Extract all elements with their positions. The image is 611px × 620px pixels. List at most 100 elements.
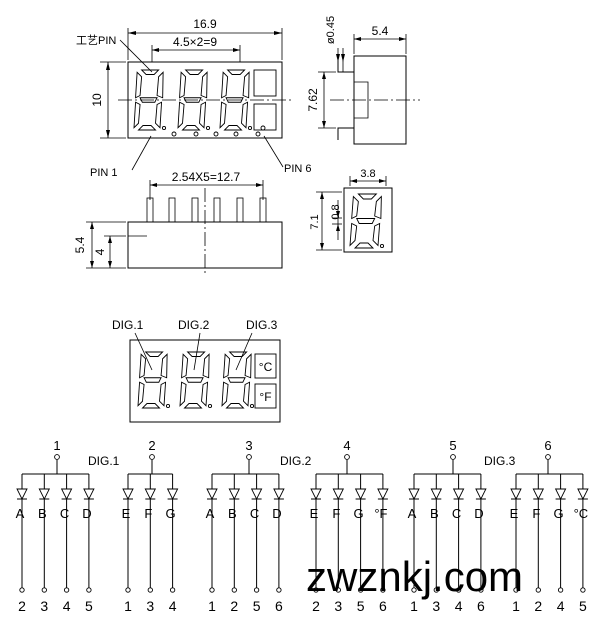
segment-pin-number: 5 — [253, 598, 261, 614]
digit-detail: 3.8 7.1 0.8 — [309, 168, 393, 253]
segment-label: E — [122, 506, 131, 521]
segment-pin-number: 2 — [534, 598, 542, 614]
digit-segment — [241, 101, 249, 129]
pin-dot — [193, 131, 199, 137]
pin-span-dimension: 2.54X5=12.7 — [172, 170, 241, 184]
segment-pin-node — [231, 587, 237, 593]
segment-pin-node — [169, 587, 176, 593]
detail-digit — [349, 193, 385, 249]
common-pin-node — [545, 454, 551, 460]
segment-label: B — [228, 506, 237, 521]
diode-icon — [408, 488, 420, 501]
display-digits — [137, 351, 255, 409]
common-pin-number: 3 — [245, 438, 252, 453]
front-pin — [146, 197, 154, 223]
segment-label: G — [166, 506, 176, 521]
process-pin-label: 工艺PIN — [76, 34, 116, 47]
decimal-point — [249, 403, 255, 409]
common-pin-number: 1 — [53, 438, 60, 453]
height-dimension: 10 — [90, 93, 104, 107]
segment-pin-node — [380, 587, 386, 593]
digit-segment — [143, 377, 162, 383]
segment-pin-number: 6 — [477, 598, 485, 614]
diode-icon — [310, 488, 322, 501]
digit-segment — [155, 101, 163, 129]
segment-pin-node — [478, 587, 484, 593]
digit-segment — [200, 71, 208, 99]
digit-width-dimension: 3.8 — [360, 168, 375, 180]
digit-segment — [160, 353, 168, 379]
segment-pin-node — [513, 587, 519, 593]
segment-label: D — [474, 506, 483, 521]
diode-icon — [38, 488, 51, 501]
digit-segment — [374, 195, 382, 220]
digit-segment — [225, 97, 244, 103]
digit-segment — [199, 101, 207, 129]
diode-icon — [510, 488, 522, 501]
segment-label: A — [408, 506, 417, 521]
top-view-digits — [133, 69, 253, 131]
digit-segment — [156, 71, 164, 99]
top-digit-2 — [177, 69, 211, 131]
segment-pin-number: 1 — [124, 598, 132, 614]
digit-segment — [372, 222, 381, 247]
segment-pin-node — [63, 587, 70, 593]
digit-segment — [225, 403, 245, 409]
digit-segment — [179, 71, 187, 99]
segment-pin-node — [86, 587, 92, 593]
diode-icon — [475, 488, 487, 501]
digit-segment — [137, 381, 145, 407]
segment-pin-node — [125, 587, 131, 593]
segment-pin-number: 1 — [410, 598, 418, 614]
segment-label: A — [16, 506, 25, 521]
front-view: 2.54X5=12.7 5.4 4 — [73, 170, 283, 276]
digit-segment — [185, 377, 204, 383]
decimal-point — [207, 403, 213, 409]
diode-icon — [554, 488, 567, 501]
pin-dot — [255, 131, 261, 137]
segment-pin-node — [19, 587, 25, 593]
display-digit-1 — [137, 351, 171, 409]
segment-pin-node — [313, 587, 319, 593]
decimal-point — [205, 125, 211, 131]
segment-label: F — [532, 506, 540, 521]
pin-dot — [213, 131, 219, 137]
digit-segment — [141, 403, 161, 409]
segment-pin-node — [253, 587, 260, 593]
digit-segment — [244, 353, 252, 379]
digit-segment — [179, 381, 187, 407]
digit-segment — [159, 381, 167, 407]
segment-pin-number: 3 — [334, 598, 342, 614]
fahrenheit-cell — [254, 383, 277, 409]
circuit-digit-label: DIG.1 — [88, 454, 120, 468]
segment-label: C — [60, 506, 69, 521]
diode-icon — [122, 488, 134, 501]
common-pin-node — [344, 454, 350, 460]
digit-stroke-dimension: 0.8 — [330, 204, 342, 219]
pin1-label: PIN 1 — [90, 167, 118, 179]
digit-segment — [181, 125, 201, 131]
diode-icon — [577, 488, 589, 501]
circuit-diagram: 1DIG.1A2B3C4D52E1F3G43DIG.2A1B2C5D64E2F3… — [16, 438, 589, 614]
segment-pin-node — [411, 587, 417, 593]
pin-diameter-label: ø0.45 — [325, 16, 337, 44]
dig1-label: DIG.1 — [112, 318, 144, 332]
celsius-cell — [254, 353, 277, 379]
digit-segment — [133, 101, 141, 129]
digit-segment — [219, 101, 227, 129]
front-pin — [236, 197, 244, 223]
digit-segment — [139, 353, 147, 379]
segment-pin-number: 2 — [18, 598, 26, 614]
digit-segment — [357, 193, 378, 200]
segment-pin-node — [209, 587, 215, 593]
diode-icon — [83, 488, 95, 501]
segment-label: E — [510, 506, 519, 521]
segment-label: C — [250, 506, 259, 521]
digit-segment — [135, 71, 143, 99]
segment-label: D — [272, 506, 281, 521]
